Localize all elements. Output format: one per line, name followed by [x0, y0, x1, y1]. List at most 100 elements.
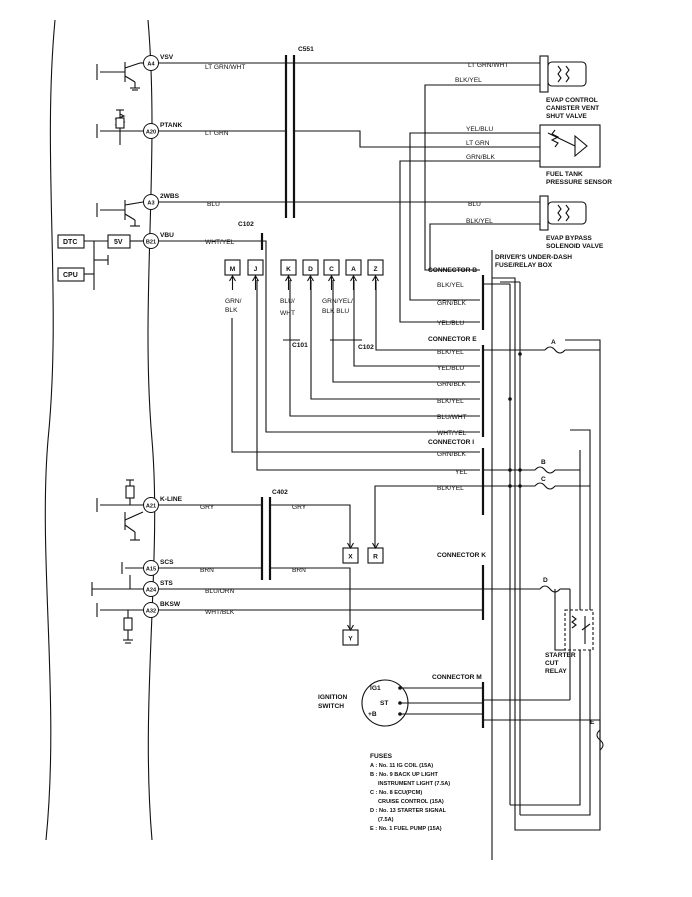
dlc-pin-letter: A	[351, 266, 356, 273]
fuse-box-label-2: FUSE/RELAY BOX	[495, 262, 553, 269]
c102-top-label: C102	[238, 221, 254, 228]
scs-left-label: BRN	[200, 567, 214, 574]
fuse-line-c2: CRUISE CONTROL (15A)	[378, 799, 444, 805]
evap-vent-label-2: CANISTER VENT	[546, 105, 599, 112]
ce-blk-label: BLK/YEL	[437, 349, 464, 356]
ecu-pin-number: A4	[147, 62, 155, 68]
scs-sts-bksw-circuit	[91, 562, 143, 644]
connector-i-label: CONNECTOR I	[428, 439, 474, 446]
wire-bypass-blk-label: BLK/YEL	[466, 218, 493, 225]
ign-term-st: ST	[380, 700, 388, 707]
ecu-pin-circle	[143, 233, 159, 249]
fuel-tank-label-2: PRESSURE SENSOR	[546, 179, 612, 186]
ecu-pin-name: VBU	[160, 232, 174, 239]
fuse-line-d2: (7.5A)	[378, 817, 394, 823]
dlc-pin-letter: X	[348, 554, 353, 561]
wire-vbu: WHT/YEL C102	[159, 221, 264, 250]
ignition-switch: IG1 ST +B IGNITION SWITCH E	[318, 679, 604, 760]
dlc-pin-letter: Z	[373, 266, 377, 273]
ecu-pin-name: K-LINE	[160, 496, 183, 503]
ci-blk-label: BLK/YEL	[437, 485, 464, 492]
evap-bypass-valve: EVAP BYPASS SOLENOID VALVE	[539, 195, 604, 250]
connector-b-label: CONNECTOR B	[428, 267, 477, 274]
ca-wire-label-2: BLK BLU	[322, 308, 349, 315]
fuse-a-letter: A	[551, 339, 556, 346]
ecu-pin-number: A3	[147, 201, 154, 207]
wire-2wbs-left-label: BLU	[207, 201, 220, 208]
ce-blk2-label: BLK/YEL	[437, 398, 464, 405]
fuse-box-label-1: DRIVER'S UNDER-DASH	[495, 254, 572, 261]
fuel-tank-label-1: FUEL TANK	[546, 171, 583, 178]
wire-ptank-label: LT GRN	[205, 130, 229, 137]
fuse-line-d1: D : No. 13 STARTER SIGNAL	[370, 808, 447, 814]
wire-vsv-left-label: LT GRN/WHT	[205, 64, 245, 71]
ci-yel-label: YEL	[455, 469, 468, 476]
ecu-pin-circle	[143, 497, 159, 513]
ecu-pin-circle	[143, 560, 159, 576]
wire-2wbs: BLU BLU	[159, 201, 540, 208]
dlc-pin-letter: R	[373, 554, 378, 561]
dlc-pin-letter: J	[254, 266, 258, 273]
wire-vsv: LT GRN/WHT LT GRN/WHT	[159, 62, 540, 71]
dlc-pin-letter: Y	[348, 636, 353, 643]
dlc-pin-letter: C	[329, 266, 334, 273]
fuse-c-letter: C	[541, 476, 546, 483]
starter-cut-relay: STARTER CUT RELAY	[545, 589, 594, 720]
ptank-circuit	[96, 109, 143, 145]
fuse-line-c1: C : No. 8 ECU(PCM)	[370, 790, 422, 796]
ignition-label-2: SWITCH	[318, 703, 344, 710]
ca-wire-label-1: GRN/YEL/	[322, 298, 353, 305]
ign-term-ig1: IG1	[370, 685, 381, 692]
ecu-pin-name: BKSW	[160, 601, 181, 608]
fuse-line-b2: INSTRUMENT LIGHT (7.5A)	[378, 781, 450, 787]
fuse-b-letter: B	[541, 459, 546, 466]
starter-relay-label-1: STARTER	[545, 652, 576, 659]
k-wire-label-2: WHT	[280, 310, 295, 317]
fuse-line-a: A : No. 11 IG COIL (15A)	[370, 763, 433, 769]
wire-sensor-yel-label: YEL/BLU	[466, 126, 493, 133]
ecu-pin-number: B21	[146, 240, 156, 246]
wire-vsv-right-label: LT GRN/WHT	[468, 62, 508, 69]
fuse-box-wire-labels: BLK/YEL GRN/BLK YEL/BLU BLK/YEL YEL/BLU …	[437, 282, 468, 492]
kline-left-label: GRY	[200, 504, 215, 511]
ci-grn-label: GRN/BLK	[437, 451, 467, 458]
cb-grn-label: GRN/BLK	[437, 300, 467, 307]
connector-c551: C551	[284, 46, 314, 218]
wire-evap-blk-label: BLK/YEL	[455, 77, 482, 84]
ecu-pin-number: A21	[146, 504, 156, 510]
wire-2wbs-right-label: BLU	[468, 201, 481, 208]
cb-yel-label: YEL/BLU	[437, 320, 464, 327]
ce-blu-label: BLU/WHT	[437, 414, 467, 421]
connector-m-label: CONNECTOR M	[432, 674, 482, 681]
fuel-tank-sensor: FUEL TANK PRESSURE SENSOR	[539, 124, 612, 186]
ecu-pin-number: A32	[146, 609, 156, 615]
ign-term-b: +B	[368, 711, 377, 718]
fuse-line-e: E : No. 1 FUEL PUMP (15A)	[370, 826, 442, 832]
fuses-abc: A B C	[483, 339, 600, 490]
wire-kline: GRY C402 GRY	[159, 485, 483, 580]
ecu-pin-circle	[143, 602, 159, 618]
wire-sensor-ltgrn-label: LT GRN	[466, 140, 490, 147]
evap-vent-label-3: SHUT VALVE	[546, 113, 587, 120]
fuse-e-letter: E	[590, 719, 595, 726]
cb-blk-label: BLK/YEL	[437, 282, 464, 289]
fuse-line-b1: B : No. 9 BACK UP LIGHT	[370, 772, 439, 778]
c551-label: C551	[298, 46, 314, 53]
starter-relay-label-2: CUT	[545, 660, 559, 667]
dlc-bottom-pins: X R Y	[342, 542, 384, 646]
starter-relay-label-3: RELAY	[545, 668, 567, 675]
fuse-legend-title: FUSES	[370, 753, 393, 760]
k-wire-label-1: BLU/	[280, 298, 295, 305]
dlc-wiring: GRN/ BLK BLU/ WHT GRN/YEL/ BLK BLU C101 …	[225, 240, 480, 471]
ecu-pin-circle	[143, 194, 159, 210]
ecu-terminals: A4VSVA20PTANKA32WBSB21VBUA21K-LINEA15SCS…	[143, 54, 183, 618]
5v-label: 5V	[114, 239, 123, 246]
dlc-pin-letter: D	[308, 266, 313, 273]
wire-vbu-label: WHT/YEL	[205, 239, 235, 246]
m-wire-label-1: GRN/	[225, 298, 242, 305]
evap-bypass-label-1: EVAP BYPASS	[546, 235, 592, 242]
ecu-pin-circle	[143, 581, 159, 597]
m-wire-label-2: BLK	[225, 307, 238, 314]
wire-scs: BRN BRN	[159, 567, 351, 630]
